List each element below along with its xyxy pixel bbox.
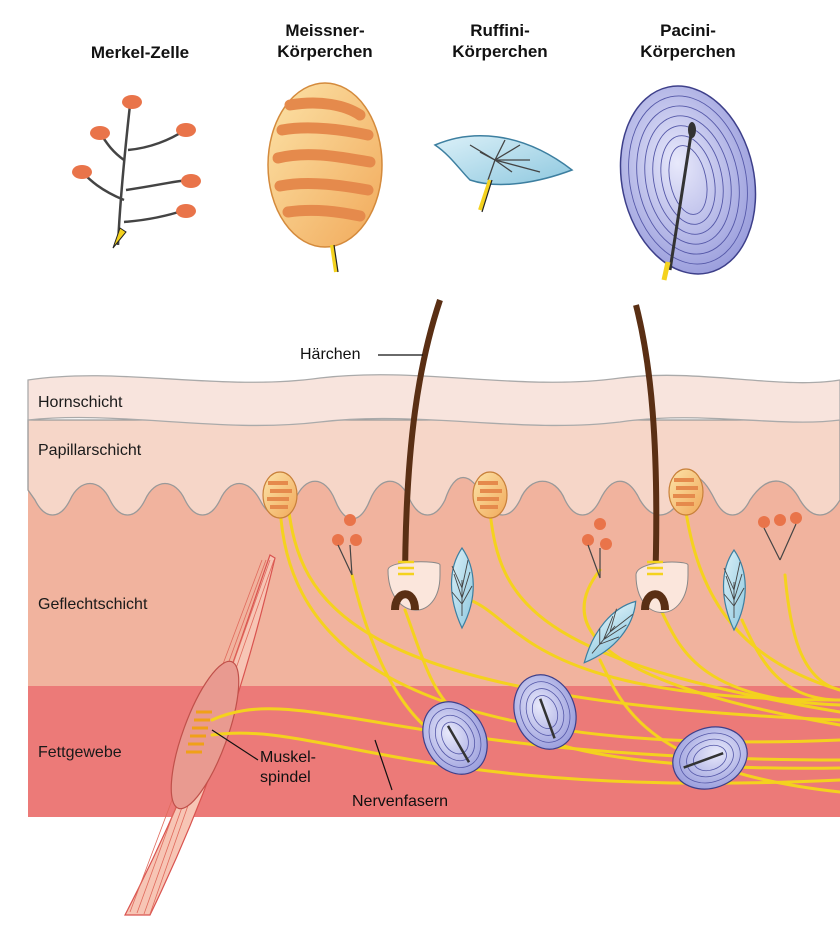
callout-muskelspindel: Muskel- spindel: [260, 748, 316, 788]
label-geflechtschicht: Geflechtschicht: [38, 596, 148, 613]
hornschicht-layer: [27, 374, 840, 427]
meissner-illustration: [267, 82, 383, 273]
merkel-in-skin: [332, 512, 802, 579]
label-hornschicht: Hornschicht: [38, 394, 123, 411]
hair-2: [633, 304, 689, 613]
callout-haerchen: Härchen: [300, 346, 361, 363]
hair-1: [387, 299, 443, 611]
callout-nervenfasern: Nervenfasern: [352, 793, 449, 810]
ruffini-illustration: [433, 135, 574, 213]
merkel-cell-illustration: [72, 95, 201, 249]
callout-muskelspindel-line2: spindel: [260, 769, 311, 786]
title-merkel: Merkel-Zelle: [70, 42, 210, 63]
title-pacini-line2: Körperchen: [640, 42, 736, 61]
label-fettgewebe: Fettgewebe: [38, 744, 122, 761]
title-meissner-line1: Meissner-: [285, 21, 365, 40]
title-meissner-line2: Körperchen: [277, 42, 373, 61]
title-pacini: Pacini- Körperchen: [618, 20, 758, 62]
muscle-spindle: [124, 554, 276, 916]
title-ruffini-line1: Ruffini-: [470, 21, 530, 40]
title-ruffini-line2: Körperchen: [452, 42, 548, 61]
leader-lines: [211, 354, 423, 791]
title-meissner: Meissner- Körperchen: [255, 20, 395, 62]
label-papillarschicht: Papillarschicht: [38, 442, 142, 459]
title-merkel-line1: Merkel-Zelle: [90, 43, 190, 62]
pacini-illustration: [619, 85, 757, 281]
callout-muskelspindel-line1: Muskel-: [260, 749, 317, 766]
title-pacini-line1: Pacini-: [660, 21, 716, 40]
title-ruffini: Ruffini- Körperchen: [430, 20, 570, 62]
